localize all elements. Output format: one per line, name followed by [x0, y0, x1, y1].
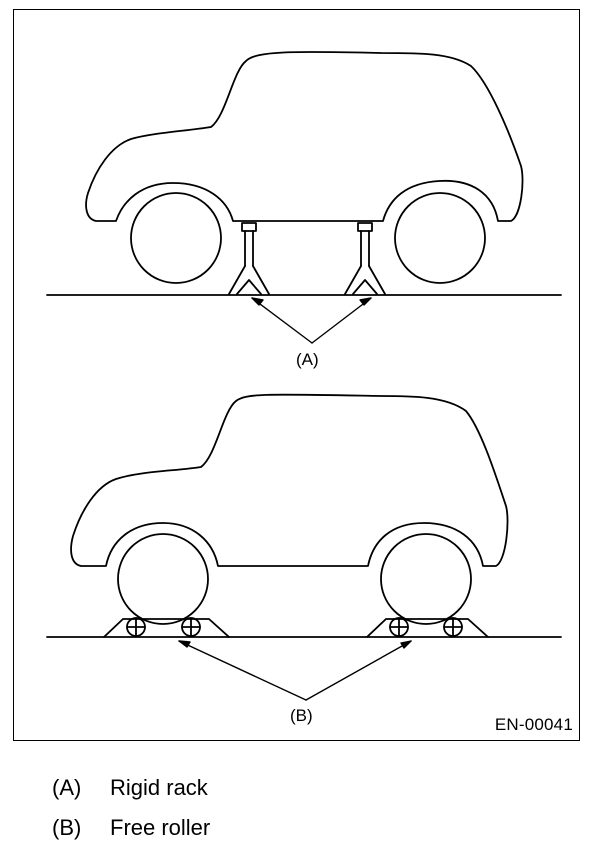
legend-key: (A)	[52, 775, 82, 800]
callout-a-label: (A)	[296, 350, 319, 369]
top-vehicle-body	[85, 51, 524, 222]
bottom-front-wheel	[117, 533, 209, 625]
top-vehicle-drawing	[85, 51, 524, 284]
bottom-rear-wheel	[380, 533, 472, 625]
top-front-wheel	[130, 192, 222, 284]
bottom-vehicle-drawing	[70, 393, 509, 625]
legend-text: Free roller	[110, 815, 211, 840]
legend-item-b: (B) Free roller	[52, 808, 552, 848]
callout-b-leaders	[178, 640, 412, 701]
diagram-canvas	[46, 51, 562, 701]
top-rear-wheel	[394, 192, 486, 284]
legend-key: (B)	[52, 815, 82, 840]
legend: (A) Rigid rack (B) Free roller	[52, 768, 552, 848]
bottom-vehicle-body	[70, 393, 509, 567]
rigid-rack-right	[344, 222, 386, 295]
legend-item-a: (A) Rigid rack	[52, 768, 552, 808]
callout-b-label: (B)	[290, 706, 313, 725]
legend-text: Rigid rack	[110, 775, 208, 800]
free-roller-right	[366, 617, 489, 638]
callout-a-leaders	[251, 297, 372, 344]
rigid-rack-left	[228, 222, 270, 295]
figure-frame: (A) (B) EN-00041	[13, 9, 580, 741]
free-roller-left	[103, 617, 230, 638]
figure-code: EN-00041	[494, 715, 573, 734]
